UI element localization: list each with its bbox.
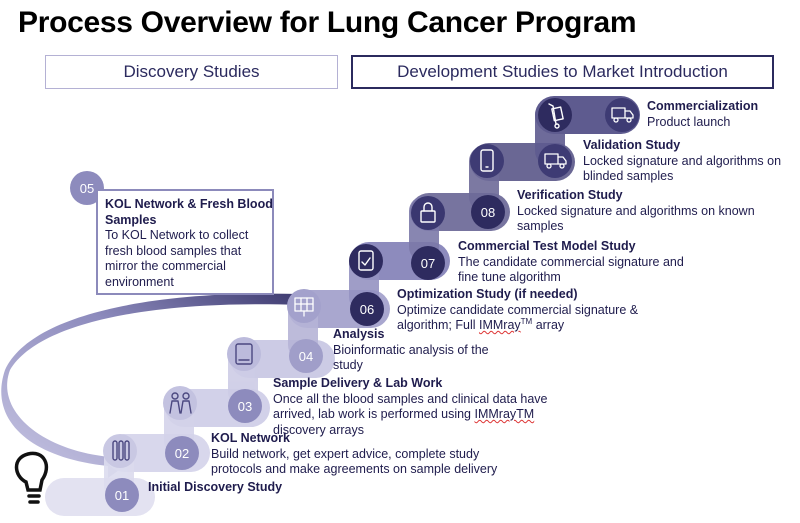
people-icon-circle (163, 386, 197, 420)
step-04-desc-1: Bioinformatic analysis of the (333, 342, 489, 357)
number-labels: 01 02 03 04 06 07 08 05 (80, 181, 495, 503)
step-06-text: Optimization Study (if needed) Optimize … (397, 287, 638, 334)
step-08-text: Verification Study Locked signature and … (517, 188, 755, 235)
step-07-desc-2: fine tune algorithm (458, 270, 561, 284)
icon-glyphs (112, 103, 634, 461)
step-03-brand: IMMrayTM (474, 407, 535, 421)
clipboard-icon (358, 250, 374, 271)
step-04-title: Analysis (333, 327, 385, 341)
truck-icon-circle-upper (605, 98, 639, 132)
kol-box-desc-1: To KOL Network to collect (105, 228, 249, 242)
kol-box-title-1: KOL Network & Fresh Blood (105, 197, 273, 211)
step-06-desc-2-line: algorithm; Full IMMrayTM array (397, 316, 638, 334)
step-08-desc-2: samples (517, 219, 564, 233)
step-06-brand: IMMray (478, 318, 521, 332)
printer-icon-circle (227, 337, 261, 371)
test-tubes-icon-circle (103, 434, 137, 468)
step-06-sup: TM (520, 316, 533, 326)
hand-truck-icon (548, 103, 564, 129)
number-circles (70, 171, 505, 512)
printer-icon (235, 343, 253, 365)
step-01-title: Initial Discovery Study (148, 480, 283, 494)
step-06-title: Optimization Study (if needed) (397, 287, 578, 301)
step-03-text: Sample Delivery & Lab Work Once all the … (273, 376, 547, 438)
step-06-desc-1: Optimize candidate commercial signature … (397, 302, 639, 317)
step-02-title: KOL Network (211, 431, 290, 445)
step-num-07: 07 (421, 256, 435, 271)
step-02-text: KOL Network Build network, get expert ad… (211, 431, 497, 478)
truck-icon (544, 153, 567, 169)
kol-box-desc-4: environment (105, 274, 174, 289)
step-06-desc-3: array (532, 318, 565, 332)
step-06-desc-2: algorithm; Full (397, 318, 479, 332)
step-num-02: 02 (175, 446, 189, 461)
step-04-text: Analysis Bioinformatic analysis of the s… (333, 327, 489, 374)
kol-box-desc-2: fresh blood samples that (105, 243, 242, 258)
step-08-title: Verification Study (517, 188, 623, 202)
commercialization-desc-1: Product launch (647, 114, 731, 129)
truck-icon-circle-lower (538, 144, 572, 178)
lock-icon (420, 202, 436, 223)
kol-fresh-blood-box: KOL Network & Fresh Blood Samples To KOL… (96, 189, 274, 295)
step-02-desc-1: Build network, get expert advice, comple… (211, 446, 480, 461)
step-num-06: 06 (360, 302, 374, 317)
people-icon (169, 392, 192, 414)
test-tubes-icon (112, 440, 130, 461)
step-07-text: Commercial Test Model Study The candidat… (458, 239, 684, 286)
step-num-03: 03 (238, 399, 252, 414)
step-03-desc-2-line: arrived, lab work is performed using IMM… (273, 407, 547, 423)
validation-desc-1: Locked signature and algorithms on (583, 153, 782, 168)
step-num-01: 01 (115, 488, 129, 503)
step-03-title: Sample Delivery & Lab Work (273, 376, 443, 390)
validation-title: Validation Study (583, 138, 681, 152)
step-num-04: 04 (299, 349, 313, 364)
lightbulb-icon (14, 451, 49, 504)
step-08-desc-1: Locked signature and algorithms on known (517, 203, 755, 218)
step-07-title: Commercial Test Model Study (458, 239, 636, 253)
step-num-05: 05 (80, 181, 94, 196)
step-02-desc-2: protocols and make agreements on sample … (211, 462, 498, 476)
step-03-desc-1: Once all the blood samples and clinical … (273, 391, 548, 406)
commercialization-text: Commercialization Product launch (647, 99, 758, 130)
step-num-08: 08 (481, 205, 495, 220)
solar-panel-icon-circle (287, 289, 321, 323)
kol-box-title-2: Samples (105, 212, 157, 227)
phone-icon-circle (470, 144, 504, 178)
step-04-desc-2: study (333, 358, 363, 372)
lock-icon-circle (411, 196, 445, 230)
kol-box-desc-3: mirror the commercial (105, 259, 226, 273)
phase-discovery-label: Discovery Studies (45, 55, 338, 89)
step-07-desc-1: The candidate commercial signature and (458, 254, 684, 269)
validation-desc-2: blinded samples (583, 169, 674, 183)
step-03-desc-3: discovery arrays (273, 422, 364, 437)
step-01-text: Initial Discovery Study (148, 480, 282, 496)
phone-icon (480, 149, 494, 172)
page-title: Process Overview for Lung Cancer Program (18, 6, 637, 39)
validation-study-text: Validation Study Locked signature and al… (583, 138, 781, 185)
truck-icon-2 (611, 107, 634, 123)
step-03-desc-2: arrived, lab work is performed using (273, 407, 475, 421)
commercialization-title: Commercialization (647, 99, 759, 113)
solar-panel-icon (294, 297, 314, 317)
clipboard-icon-circle (349, 244, 383, 278)
phase-development-label: Development Studies to Market Introducti… (351, 55, 774, 89)
